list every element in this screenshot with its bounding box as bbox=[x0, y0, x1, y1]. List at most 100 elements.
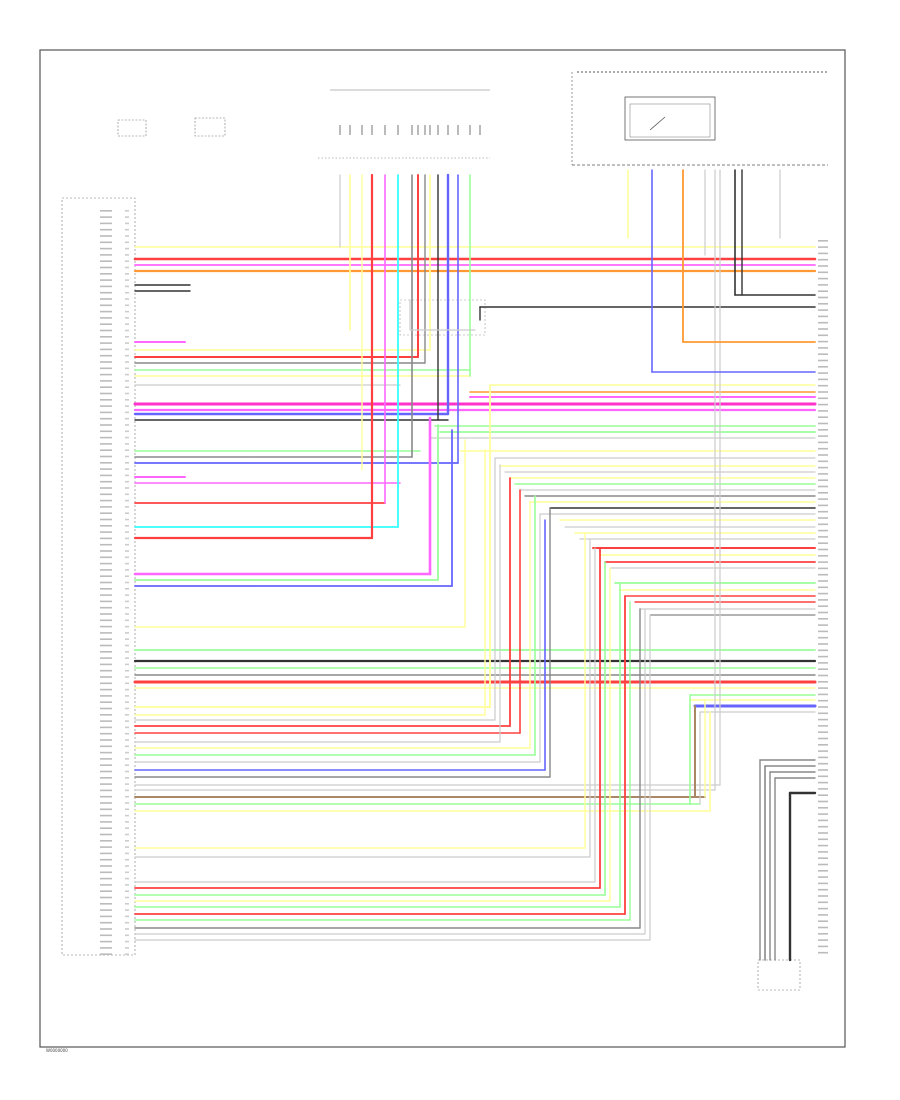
right-pin-mark bbox=[818, 504, 828, 507]
pin-number-mark bbox=[125, 336, 129, 338]
pin-label-mark bbox=[100, 210, 112, 212]
pin-label-mark bbox=[100, 506, 112, 508]
pin-number-mark bbox=[125, 216, 129, 218]
pin-number-mark bbox=[125, 606, 129, 609]
pin-label-mark bbox=[100, 247, 112, 250]
pin-label-mark bbox=[100, 651, 112, 653]
pin-number-mark bbox=[125, 550, 129, 552]
pin-label-mark bbox=[100, 279, 112, 281]
pin-number-mark bbox=[125, 222, 129, 225]
pin-label-mark bbox=[100, 386, 112, 388]
pin-label-mark bbox=[100, 732, 112, 735]
pin-label-mark bbox=[100, 260, 112, 262]
pin-number-mark bbox=[125, 619, 129, 622]
right-pin-mark bbox=[818, 416, 828, 418]
pin-number-mark bbox=[125, 909, 129, 911]
right-pin-mark bbox=[818, 265, 828, 267]
junction-block bbox=[194, 117, 226, 137]
right-pin-mark bbox=[818, 309, 828, 311]
pin-number-mark bbox=[125, 921, 129, 924]
right-pin-mark bbox=[818, 460, 828, 463]
top-pin-mark bbox=[469, 125, 471, 135]
pin-number-mark bbox=[125, 525, 129, 527]
right-pin-mark bbox=[818, 536, 828, 538]
pin-label-mark bbox=[100, 562, 112, 565]
wire bbox=[409, 299, 476, 331]
pin-number-mark bbox=[125, 720, 129, 722]
right-pin-mark bbox=[818, 529, 828, 532]
pin-number-mark bbox=[125, 682, 129, 685]
pin-number-mark bbox=[125, 474, 129, 477]
right-pin-mark bbox=[818, 586, 828, 589]
right-pin-mark bbox=[818, 712, 828, 715]
pin-label-mark bbox=[100, 789, 112, 792]
pin-label-mark bbox=[100, 802, 112, 804]
right-pin-mark bbox=[818, 542, 828, 544]
pin-label-mark bbox=[100, 405, 112, 407]
pin-number-mark bbox=[125, 739, 129, 741]
right-pin-mark bbox=[818, 384, 828, 387]
pin-number-mark bbox=[125, 714, 129, 716]
pin-number-mark bbox=[125, 808, 129, 811]
pin-label-mark bbox=[100, 695, 112, 697]
pin-label-mark bbox=[100, 291, 112, 294]
pin-number-mark bbox=[125, 499, 129, 502]
right-pin-mark bbox=[818, 435, 828, 437]
relay-box-inner bbox=[629, 103, 711, 138]
pin-number-mark bbox=[125, 380, 129, 382]
pin-label-mark bbox=[100, 531, 112, 533]
pin-label-mark bbox=[100, 909, 112, 911]
right-pin-mark bbox=[818, 832, 828, 834]
pin-number-mark bbox=[125, 764, 129, 766]
pin-label-mark bbox=[100, 928, 112, 930]
pin-number-mark bbox=[125, 928, 129, 930]
pin-label-mark bbox=[100, 940, 112, 943]
ecu-connector-block bbox=[61, 197, 136, 956]
pin-label-mark bbox=[100, 462, 112, 464]
pin-label-mark bbox=[100, 657, 112, 659]
top-pin-mark bbox=[447, 125, 449, 135]
right-pin-mark bbox=[818, 340, 828, 343]
right-pin-mark bbox=[818, 605, 828, 607]
right-pin-mark bbox=[818, 246, 828, 248]
pin-label-mark bbox=[100, 228, 112, 231]
pin-label-mark bbox=[100, 726, 112, 729]
pin-label-mark bbox=[100, 714, 112, 716]
right-pin-mark bbox=[818, 870, 828, 872]
right-pin-mark bbox=[818, 794, 828, 796]
pin-number-mark bbox=[125, 846, 129, 848]
pin-number-mark bbox=[125, 625, 129, 628]
top-pin-mark bbox=[417, 125, 419, 135]
pin-label-mark bbox=[100, 436, 112, 439]
pin-label-mark bbox=[100, 285, 112, 288]
pin-label-mark bbox=[100, 827, 112, 829]
pin-label-mark bbox=[100, 777, 112, 779]
right-pin-mark bbox=[818, 838, 828, 841]
right-pin-mark bbox=[818, 857, 828, 859]
right-pin-mark bbox=[818, 492, 828, 494]
pin-label-mark bbox=[100, 915, 112, 918]
pin-number-mark bbox=[125, 871, 129, 874]
pin-label-mark bbox=[100, 625, 112, 628]
pin-number-mark bbox=[125, 279, 129, 281]
pin-number-mark bbox=[125, 235, 129, 237]
pin-label-mark bbox=[100, 890, 112, 892]
right-pin-mark bbox=[818, 429, 828, 431]
pin-number-mark bbox=[125, 732, 129, 735]
pin-label-mark bbox=[100, 241, 112, 244]
pin-label-mark bbox=[100, 953, 112, 955]
pin-number-mark bbox=[125, 493, 129, 496]
pin-number-mark bbox=[125, 480, 129, 483]
pin-number-mark bbox=[125, 405, 129, 407]
pin-label-mark bbox=[100, 833, 112, 836]
pin-number-mark bbox=[125, 884, 129, 886]
pin-number-mark bbox=[125, 840, 129, 842]
pin-number-mark bbox=[125, 399, 129, 401]
pin-number-mark bbox=[125, 758, 129, 760]
pin-number-mark bbox=[125, 241, 129, 244]
relay-box bbox=[624, 96, 716, 141]
pin-number-mark bbox=[125, 588, 129, 590]
pin-label-mark bbox=[100, 222, 112, 225]
pin-number-mark bbox=[125, 417, 129, 420]
right-pin-mark bbox=[818, 347, 828, 349]
